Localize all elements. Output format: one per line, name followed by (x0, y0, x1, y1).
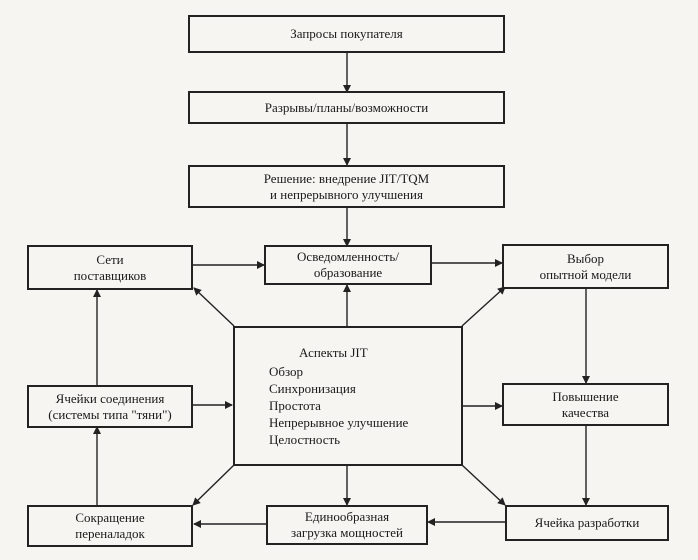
center-item: Непрерывное улучшение (269, 414, 409, 430)
box-uniform-loading: Единообразная загрузка мощностей (266, 505, 428, 545)
box-label: поставщиков (73, 267, 147, 283)
box-label: (системы типа "тяни") (48, 406, 172, 422)
box-label: образование (313, 265, 383, 280)
box-supplier-networks: Сети поставщиков (27, 245, 193, 290)
box-label: Выбор (566, 250, 605, 266)
box-awareness-education: Осведомленность/ образование (264, 245, 432, 285)
box-label: загрузка мощностей (290, 525, 404, 540)
center-item: Простота (269, 397, 321, 413)
box-quality-improvement: Повышение качества (502, 383, 669, 426)
box-label: Сокращение (75, 510, 145, 525)
box-customer-requests: Запросы покупателя (188, 15, 505, 53)
arrow-center-to-pilot (461, 286, 506, 327)
box-label: опытной модели (539, 266, 632, 282)
box-label: Осведомленность/ (297, 249, 399, 264)
box-label: Решение: внедрение JIT/TQM (263, 170, 430, 186)
box-label: Разрывы/планы/возможности (264, 99, 429, 115)
box-setup-reduction: Сокращение переналадок (27, 505, 193, 547)
box-label: Повышение (552, 388, 619, 404)
box-label: Единообразная (304, 509, 390, 524)
box-development-cell: Ячейка разработки (505, 505, 669, 541)
box-label: Сети (96, 251, 124, 267)
box-label: и непрерывного улучшения (270, 186, 423, 202)
box-decision: Решение: внедрение JIT/TQM и непрерывног… (188, 165, 505, 208)
box-label: Ячейка разработки (534, 515, 640, 530)
box-connection-cells: Ячейки соединения (системы типа "тяни") (27, 385, 193, 428)
box-gaps-plans: Разрывы/планы/возможности (188, 91, 505, 124)
box-label: переналадок (75, 526, 145, 541)
arrow-center-to-suppliers (193, 287, 235, 327)
center-item: Синхронизация (269, 380, 356, 396)
arrow-center-to-devcell (461, 464, 506, 506)
box-pilot-selection: Выбор опытной модели (502, 244, 669, 289)
center-item: Обзор (269, 363, 304, 379)
center-item: Целостность (269, 431, 341, 447)
box-label: Ячейки соединения (55, 390, 165, 406)
arrow-center-to-setup (192, 464, 235, 506)
box-label: качества (561, 404, 610, 420)
box-jit-aspects: Аспекты JIT Обзор Синхронизация Простота… (233, 326, 463, 466)
box-label: Запросы покупателя (290, 26, 403, 41)
center-title: Аспекты JIT (299, 344, 368, 360)
